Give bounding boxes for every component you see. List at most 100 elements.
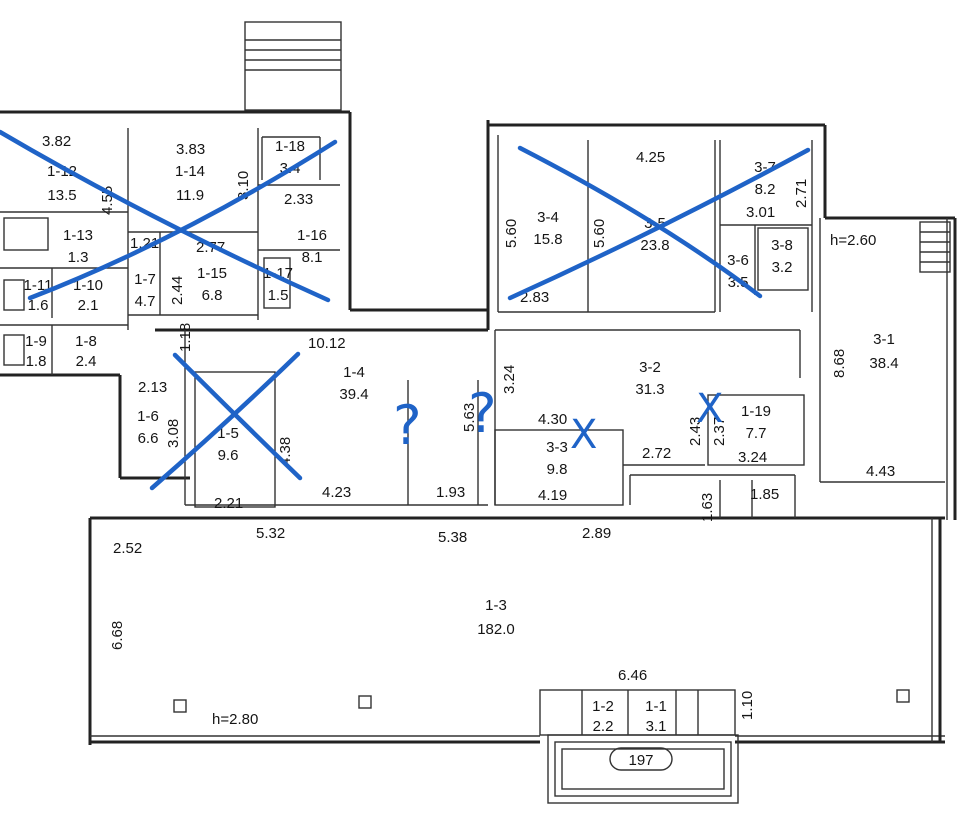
- room-area: 1.6: [28, 297, 49, 314]
- room-area: 2.1: [78, 297, 99, 314]
- dimension-label: 3.82: [42, 133, 71, 150]
- room-id: 1-16: [297, 227, 327, 244]
- entrance-block: [173, 689, 910, 804]
- dimension-label: 6.68: [109, 621, 126, 650]
- room-area: 182.0: [477, 621, 515, 638]
- room-area: 31.3: [635, 381, 664, 398]
- dimension-label: 4.30: [538, 411, 567, 428]
- room-id: 1-14: [175, 163, 205, 180]
- cross-mark: [27, 139, 338, 301]
- room-area: 39.4: [339, 386, 368, 403]
- room-area: 4.7: [135, 293, 156, 310]
- room-id: 1-18: [275, 138, 305, 155]
- room-id: 1-12: [47, 163, 77, 180]
- room-area: 1.8: [26, 353, 47, 370]
- room-id: 3-3: [546, 439, 568, 456]
- room-id: 1-2: [592, 698, 614, 715]
- room-area: 23.8: [640, 237, 669, 254]
- cross-mark: [507, 147, 811, 301]
- dimension-label: 1.10: [739, 691, 756, 720]
- room-area: 8.1: [302, 249, 323, 266]
- dimension-label: 4.43: [866, 463, 895, 480]
- dimension-label: 2.43: [687, 417, 704, 446]
- room-area: 3.1: [646, 718, 667, 735]
- dimension-label: 2.72: [642, 445, 671, 462]
- room-id: 3-2: [639, 359, 661, 376]
- room-area: 6.6: [138, 430, 159, 447]
- cross-mark: [0, 129, 331, 303]
- room-area: 9.8: [547, 461, 568, 478]
- marker-annotations: ? ? X X: [0, 129, 811, 491]
- ceiling-height-left: h=2.80: [212, 711, 258, 728]
- dimension-label: 2.89: [582, 525, 611, 542]
- room-area: 38.4: [869, 355, 898, 372]
- dimension-label: 4.19: [538, 487, 567, 504]
- dimension-labels: 3.82 3.83 3.10 2.33 4.55 1.21 2.77 2.44 …: [42, 133, 895, 720]
- dimension-label: 2.33: [284, 191, 313, 208]
- room-id: 3-1: [873, 331, 895, 348]
- room-id: 1-4: [343, 364, 365, 381]
- cross-mark: [172, 352, 303, 481]
- dimension-label: 1.93: [436, 484, 465, 501]
- room-area: 6.8: [202, 287, 223, 304]
- dimension-label: 3.24: [738, 449, 767, 466]
- dimension-label: 6.46: [618, 667, 647, 684]
- dimension-label: 1.18: [177, 323, 194, 352]
- room-id: 1-8: [75, 333, 97, 350]
- question-mark: ?: [468, 382, 497, 445]
- room-labels: 1-12 13.5 1-14 11.9 1-18 3.4 1-13 1.3 1-…: [24, 138, 899, 735]
- building-number: 197: [628, 752, 653, 769]
- walls-right-wing: [488, 123, 957, 520]
- room-id: 3-8: [771, 237, 793, 254]
- dimension-label: 1.21: [130, 235, 159, 252]
- dimension-label: 8.68: [831, 349, 848, 378]
- room-id: 1-10: [73, 277, 103, 294]
- room-area: 11.9: [176, 187, 204, 204]
- room-area: 15.8: [533, 231, 562, 248]
- room-area: 9.6: [218, 447, 239, 464]
- dimension-label: 1.85: [750, 486, 779, 503]
- dimension-label: 2.44: [169, 276, 186, 305]
- room-id: 3-6: [727, 252, 749, 269]
- question-mark: ?: [393, 394, 422, 457]
- walls-left-wing: [0, 21, 945, 745]
- dimension-label: 5.60: [503, 219, 520, 248]
- dimension-label: 5.38: [438, 529, 467, 546]
- room-id: 1-5: [217, 425, 239, 442]
- cross-mark: [149, 351, 301, 491]
- dimension-label: 10.12: [308, 335, 346, 352]
- room-area: 13.5: [47, 187, 76, 204]
- dimension-label: 2.52: [113, 540, 142, 557]
- dimension-label: 5.63: [461, 403, 478, 432]
- dimension-label: 3.83: [176, 141, 205, 158]
- dimension-label: 1.63: [699, 493, 716, 522]
- room-area: 1.5: [268, 287, 289, 304]
- dimension-label: 2.37: [711, 417, 728, 446]
- dimension-label: 4.23: [322, 484, 351, 501]
- room-id: 1-19: [741, 403, 771, 420]
- room-area: 8.2: [755, 181, 776, 198]
- dimension-label: 2.83: [520, 289, 549, 306]
- dimension-label: 3.01: [746, 204, 775, 221]
- dimension-label: 3.24: [501, 365, 518, 394]
- room-area: 3.2: [772, 259, 793, 276]
- dimension-label: 5.60: [591, 219, 608, 248]
- room-id: 1-15: [197, 265, 227, 282]
- dimension-label: 3.08: [165, 419, 182, 448]
- room-area: 2.2: [593, 718, 614, 735]
- room-area: 2.4: [76, 353, 97, 370]
- room-id: 1-1: [645, 698, 667, 715]
- dimension-label: 2.13: [138, 379, 167, 396]
- room-id: 1-17: [263, 265, 293, 282]
- room-area: 1.3: [68, 249, 89, 266]
- room-id: 3-4: [537, 209, 559, 226]
- room-id: 1-3: [485, 597, 507, 614]
- dimension-label: 5.32: [256, 525, 285, 542]
- room-area: 7.7: [746, 425, 767, 442]
- room-id: 1-7: [134, 271, 156, 288]
- cross-mark: [517, 145, 763, 299]
- dimension-label: 2.21: [214, 495, 243, 512]
- room-id: 1-6: [137, 408, 159, 425]
- x-mark: X: [696, 386, 723, 432]
